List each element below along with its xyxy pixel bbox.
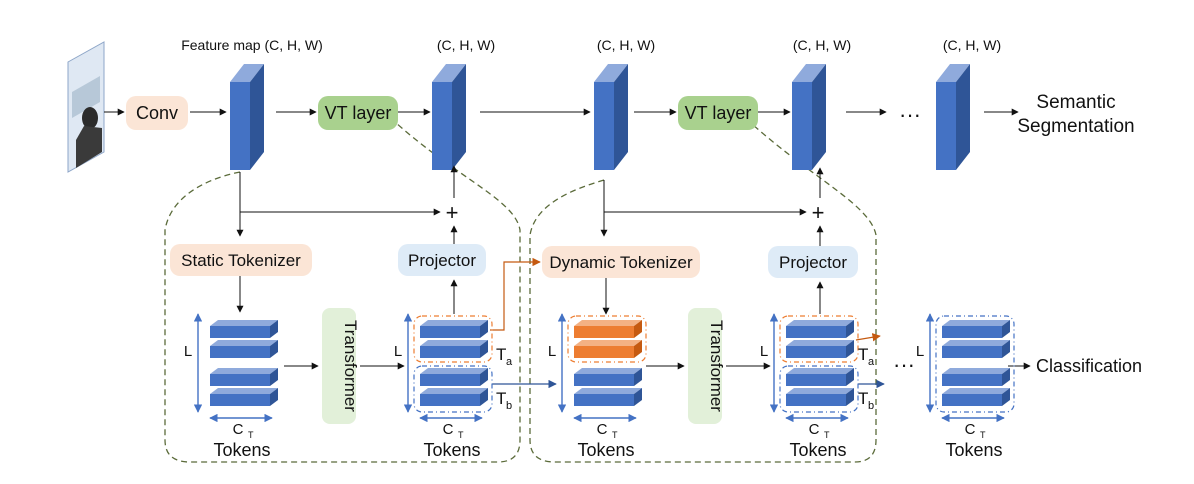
l-label-3: L <box>548 343 556 360</box>
token-stack-1 <box>193 313 278 423</box>
dynamic-tokenizer-label: Dynamic Tokenizer <box>549 253 693 272</box>
ct-label-4: C <box>809 421 820 438</box>
ct-sub-4: T <box>824 430 830 440</box>
ta-label-2: T a <box>858 345 875 368</box>
transformer-box-2 <box>688 308 722 424</box>
tokens-label-4: Tokens <box>789 440 846 460</box>
vt-layer-2-region <box>529 123 877 463</box>
transformer-label-1: Transformer <box>341 320 360 412</box>
vt-layer-box-1 <box>318 96 398 130</box>
token-stack-4 <box>769 313 859 423</box>
feature-map-5 <box>936 64 970 170</box>
chw-label-5: (C, H, W) <box>943 37 1001 53</box>
feature-map-2 <box>432 64 466 170</box>
feature-map-4 <box>792 64 826 170</box>
token-stack-3 <box>557 313 647 423</box>
svg-text:b: b <box>868 400 874 412</box>
l-label-4: L <box>760 343 768 360</box>
svg-text:T: T <box>858 345 868 364</box>
tokens-label-3: Tokens <box>577 440 634 460</box>
dynamic-tokenizer-box <box>542 246 700 278</box>
ct-sub-5: T <box>980 430 986 440</box>
plus-2: + <box>812 200 825 225</box>
projector-label-1: Projector <box>408 251 476 270</box>
ct-sub-3: T <box>612 430 618 440</box>
transformer-label-2: Transformer <box>707 320 726 412</box>
feature-map-1 <box>230 64 264 170</box>
chw-label-2: (C, H, W) <box>437 37 495 53</box>
classification-label: Classification <box>1036 356 1142 376</box>
ct-label-2: C <box>443 421 454 438</box>
tb-label-2: T b <box>858 389 874 412</box>
token-stack-2 <box>403 313 493 423</box>
ct-label-1: C <box>233 421 244 438</box>
semantic-label-line1: Semantic <box>1036 92 1115 113</box>
svg-text:a: a <box>506 356 513 368</box>
tokens-label-1: Tokens <box>213 440 270 460</box>
projector-box-2 <box>768 246 858 278</box>
vt-layer-label-2: VT layer <box>685 103 752 123</box>
semantic-label-line2: Segmentation <box>1017 116 1134 137</box>
ct-label-3: C <box>597 421 608 438</box>
ellipsis-bottom: ··· <box>893 352 915 377</box>
token-stack-5 <box>925 313 1015 423</box>
chw-label-4: (C, H, W) <box>793 37 851 53</box>
tokens-label-2: Tokens <box>423 440 480 460</box>
vt-layer-box-2 <box>678 96 758 130</box>
projector-box-1 <box>398 244 486 276</box>
conv-label: Conv <box>136 103 178 123</box>
vt-layer-label-1: VT layer <box>325 103 392 123</box>
tb-label-1: T b <box>496 389 512 412</box>
transformer-box-1 <box>322 308 356 424</box>
svg-text:T: T <box>496 389 506 408</box>
l-label-2: L <box>394 343 402 360</box>
vt-layer-1-region <box>164 121 521 463</box>
l-label-1: L <box>184 343 192 360</box>
plus-1: + <box>446 200 459 225</box>
feature-map-label: Feature map (C, H, W) <box>181 37 323 53</box>
tokens-label-5: Tokens <box>945 440 1002 460</box>
svg-text:T: T <box>496 345 506 364</box>
input-image <box>67 41 105 173</box>
ct-sub-1: T <box>248 430 254 440</box>
projector-label-2: Projector <box>779 253 847 272</box>
conv-box <box>126 96 188 130</box>
ta-label-1: T a <box>496 345 513 368</box>
svg-text:a: a <box>868 356 875 368</box>
static-tokenizer-box <box>170 244 312 276</box>
ellipsis-top: ··· <box>899 102 921 127</box>
ct-sub-2: T <box>458 430 464 440</box>
ct-label-5: C <box>965 421 976 438</box>
svg-text:b: b <box>506 400 512 412</box>
svg-text:T: T <box>858 389 868 408</box>
l-label-5: L <box>916 343 924 360</box>
chw-label-3: (C, H, W) <box>597 37 655 53</box>
static-tokenizer-label: Static Tokenizer <box>181 251 301 270</box>
feature-map-3 <box>594 64 628 170</box>
